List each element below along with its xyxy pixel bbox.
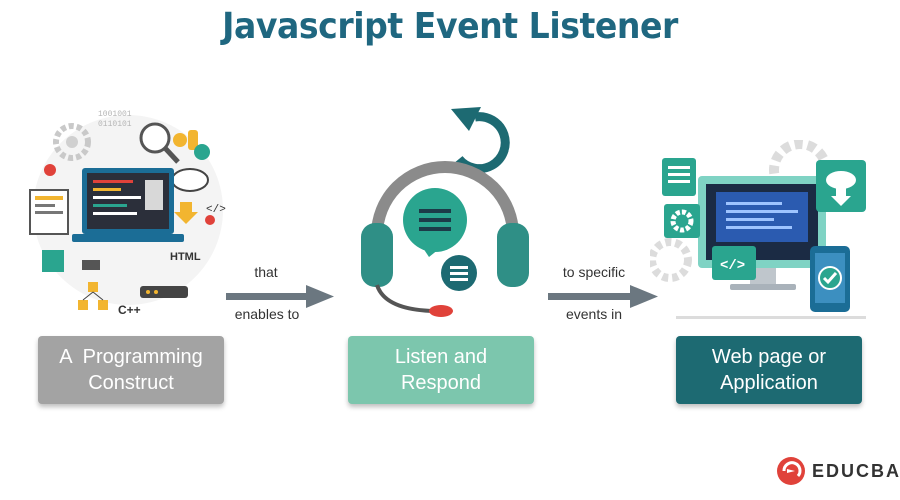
cloud-download-icon: [816, 160, 866, 212]
web-application-illustration: </>: [650, 140, 866, 319]
download-arrow-icon: [174, 202, 198, 224]
gear-icon: [53, 123, 91, 161]
right-ear-cup: [497, 223, 529, 287]
connector-arrow-1: [226, 285, 334, 308]
code-window-icon: </>: [712, 246, 756, 280]
cloud-icon: [171, 168, 209, 192]
step-1-line-1: A Programming: [59, 346, 203, 368]
connector-2-top-text: to specific: [562, 264, 626, 280]
pointer-icon: [188, 130, 198, 150]
cpp-text: C++: [118, 303, 141, 317]
step-2-line-2: Respond: [400, 372, 482, 394]
step-1-line-2: Construct: [88, 372, 174, 394]
settings-gear-icon: [664, 204, 700, 238]
router-icon: [140, 286, 188, 298]
mobile-check-icon: [810, 246, 850, 312]
list-window-icon: [662, 158, 696, 196]
programming-construct-illustration: HTML C++ </> 1001001 0110101: [29, 110, 226, 317]
html-text: HTML: [170, 251, 201, 263]
binary-text-1: 1001001: [98, 110, 132, 119]
page-title: Javascript Event Listener: [222, 6, 678, 47]
headset-illustration: [361, 107, 529, 317]
microphone-icon: [429, 305, 453, 317]
network-icon: [78, 282, 108, 310]
step-box-listen-respond: Listen and Respond: [348, 336, 534, 404]
chat-bubble-icon: [403, 188, 467, 257]
connector-2-bottom-text: events in: [565, 306, 623, 322]
laptop-icon: [72, 168, 184, 242]
connector-1-top-text: that: [254, 264, 278, 280]
chip-icon: [42, 250, 64, 272]
monitor-icon: [698, 176, 826, 290]
step-2-line-1: Listen and: [394, 346, 488, 368]
step-box-web-application: Web page or Application: [676, 336, 862, 404]
step-3-line-2: Application: [720, 372, 818, 394]
brand-name: EDUCBA: [812, 460, 900, 481]
svg-text:</>: </>: [720, 258, 745, 274]
connector-arrow-2: [548, 285, 658, 308]
refresh-arrow-icon: [451, 107, 510, 174]
document-icon: [29, 189, 69, 235]
binary-text-2: 0110101: [98, 120, 132, 129]
magnifier-icon: [139, 122, 180, 164]
connector-1-bottom-text: enables to: [234, 306, 300, 322]
left-ear-cup: [361, 223, 393, 287]
small-chat-bubble-icon: [441, 255, 477, 291]
brand-logo: EDUCBA: [776, 456, 900, 486]
code-tag-text: </>: [206, 204, 226, 216]
globe-icon: [194, 144, 210, 160]
brand-logo-icon: [777, 457, 805, 485]
step-3-line-1: Web page or: [711, 346, 827, 368]
usb-icon: [82, 260, 100, 270]
step-box-programming-construct: A Programming Construct: [38, 336, 224, 404]
